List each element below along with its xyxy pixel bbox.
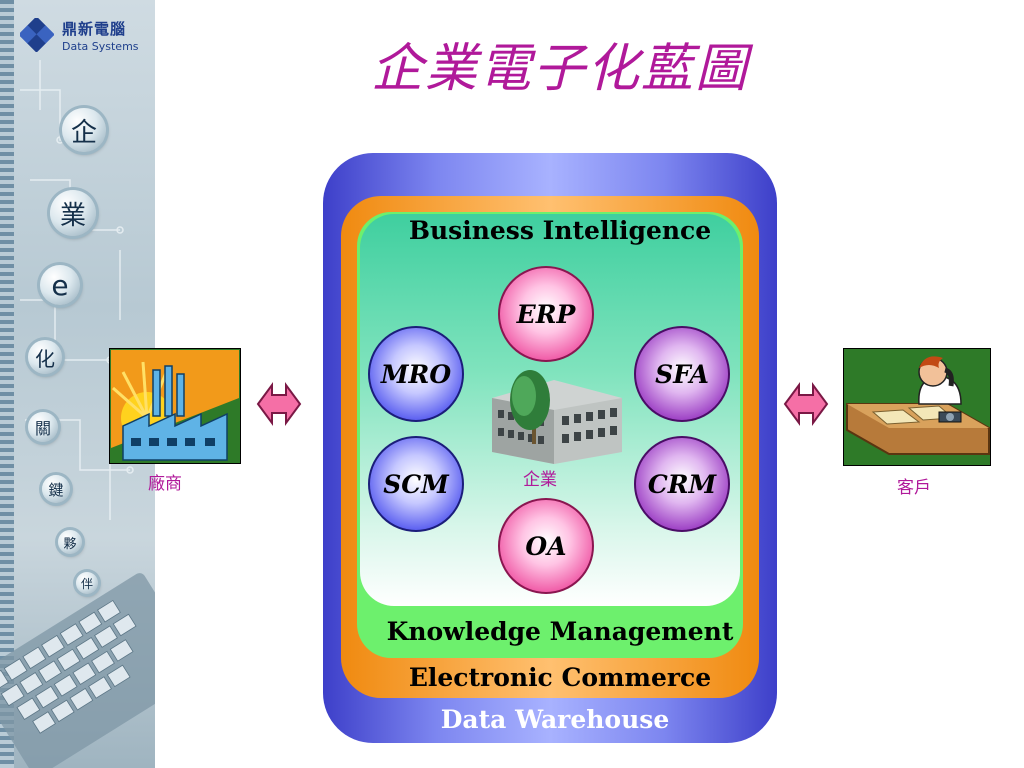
page-title: 企業電子化藍圖 bbox=[370, 39, 749, 99]
vertical-char-3: e bbox=[40, 265, 80, 305]
knowledge-management-label: Knowledge Management bbox=[386, 617, 734, 646]
vendor-double-arrow-icon bbox=[256, 381, 302, 427]
enterprise-building-icon bbox=[492, 370, 622, 464]
vertical-char-4: 化 bbox=[28, 340, 62, 374]
logo-name-cn: 鼎新電腦 bbox=[62, 20, 127, 38]
vendor-label: 廠商 bbox=[148, 474, 182, 494]
mro-module: MRO bbox=[368, 326, 464, 422]
diamond-logo-icon bbox=[20, 18, 54, 52]
company-logo: 鼎新電腦 Data Systems bbox=[14, 14, 142, 64]
enterprise-label: 企業 bbox=[523, 470, 557, 490]
sfa-module: SFA bbox=[634, 326, 730, 422]
oa-module: OA bbox=[498, 498, 594, 594]
customer-on-phone-icon bbox=[843, 348, 991, 466]
vertical-char-6: 鍵 bbox=[42, 475, 70, 503]
vertical-char-5: 關 bbox=[28, 412, 58, 442]
logo-name-en: Data Systems bbox=[62, 40, 139, 53]
sidebar-edge-strip bbox=[0, 0, 14, 768]
business-intelligence-label: Business Intelligence bbox=[408, 216, 712, 245]
customer-label: 客戶 bbox=[897, 478, 931, 498]
keyboard-illustration bbox=[0, 573, 155, 768]
factory-icon bbox=[109, 348, 241, 464]
scm-module: SCM bbox=[368, 436, 464, 532]
vertical-char-7: 夥 bbox=[58, 530, 82, 554]
electronic-commerce-label: Electronic Commerce bbox=[408, 663, 712, 692]
vertical-char-1: 企 bbox=[62, 108, 106, 152]
crm-module: CRM bbox=[634, 436, 730, 532]
vertical-char-2: 業 bbox=[50, 190, 96, 236]
data-warehouse-label: Data Warehouse bbox=[440, 705, 670, 734]
customer-double-arrow-icon bbox=[783, 381, 829, 427]
vertical-char-8: 伴 bbox=[76, 572, 98, 594]
erp-module: ERP bbox=[498, 266, 594, 362]
